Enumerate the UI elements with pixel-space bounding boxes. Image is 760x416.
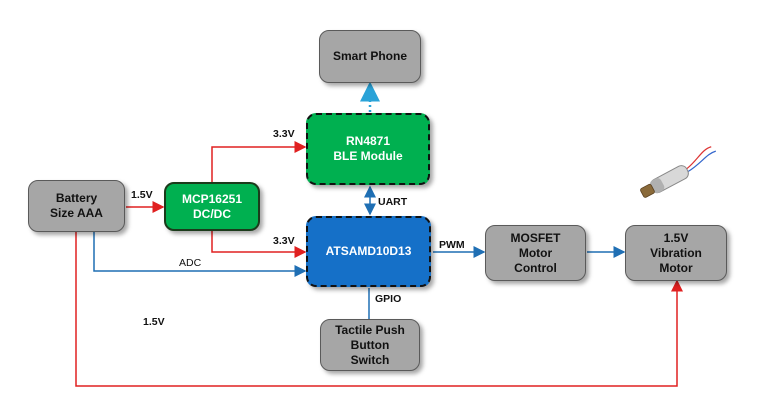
mosfet-block: MOSFET Motor Control [485, 225, 586, 281]
voltage-label-battery: 1.5V [131, 189, 153, 201]
voltage-label-mcu: 3.3V [273, 235, 295, 247]
button-label-line2: Button [350, 337, 390, 352]
voltage-label-ble: 3.3V [273, 128, 295, 140]
vibration-motor-illustration [640, 146, 716, 198]
wire-dcdc-to-mcu [211, 231, 307, 258]
dcdc-label-line2: DC/DC [193, 206, 231, 221]
voltage-label-motor: 1.5V [143, 316, 165, 328]
pwm-label: PWM [439, 239, 465, 251]
smartphone-block: Smart Phone [319, 30, 421, 83]
wire-dcdc-to-ble [211, 141, 307, 182]
battery-block: Battery Size AAA [28, 180, 125, 232]
uart-label: UART [378, 196, 408, 208]
ble-label-line1: RN4871 [345, 134, 391, 148]
adc-label: ADC [179, 257, 202, 269]
mosfet-label-line2: Motor [518, 245, 553, 260]
ble-module-block: RN4871 BLE Module [306, 113, 430, 185]
battery-label-line1: Battery [55, 191, 98, 205]
button-label-line1: Tactile Push [335, 322, 405, 337]
dcdc-block: MCP16251 DC/DC [164, 182, 260, 231]
dcdc-label-line1: MCP16251 [181, 191, 243, 206]
button-label-line3: Switch [350, 352, 390, 367]
button-block: Tactile Push Button Switch [320, 319, 420, 371]
wire-battery-to-motor [75, 232, 683, 387]
smartphone-label: Smart Phone [332, 49, 407, 63]
motor-label-line2: Vibration [650, 245, 702, 260]
wire-battery-adc [93, 232, 307, 277]
mosfet-label-line1: MOSFET [510, 230, 561, 245]
gpio-label: GPIO [375, 293, 402, 305]
motor-block: 1.5V Vibration Motor [625, 225, 727, 281]
motor-label-line3: Motor [659, 260, 693, 275]
mcu-block: ATSAMD10D13 [306, 216, 431, 287]
motor-label-line1: 1.5V [663, 230, 689, 245]
mosfet-label-line3: Control [514, 260, 557, 275]
battery-label-line2: Size AAA [50, 206, 103, 220]
mcu-label: ATSAMD10D13 [325, 244, 412, 258]
ble-label-line2: BLE Module [333, 149, 403, 163]
